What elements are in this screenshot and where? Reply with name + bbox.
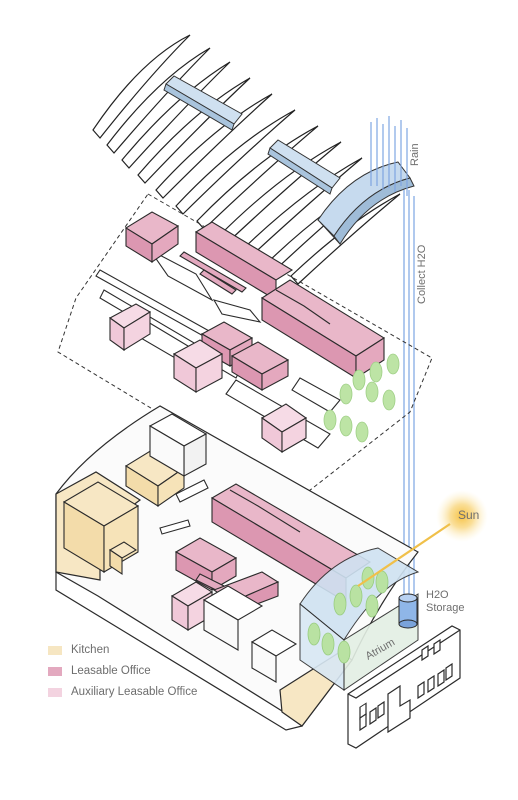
water-storage-tank [398, 593, 418, 629]
legend-label-kitchen: Kitchen [71, 644, 110, 656]
legend-item-kitchen: Kitchen [48, 640, 197, 660]
storage-label: Storage [426, 602, 465, 614]
h2o-label: H2O [426, 589, 449, 601]
legend: Kitchen Leasable Office Auxiliary Leasab… [48, 640, 197, 703]
sun-glow [436, 490, 488, 542]
water-collection-pipe [403, 190, 415, 600]
legend-label-auxiliary-leasable-office: Auxiliary Leasable Office [71, 686, 198, 698]
sun-ray [357, 523, 451, 587]
legend-swatch-leasable-office [48, 666, 62, 676]
roof-skylight-panels [163, 75, 415, 245]
legend-swatch-auxiliary-leasable-office [48, 687, 62, 697]
legend-label-leasable-office: Leasable Office [71, 665, 151, 677]
middle-floor-trees [323, 353, 400, 443]
atrium-trees [307, 566, 389, 664]
sun-label: Sun [458, 508, 479, 522]
collect-h2o-label: Collect H2O [416, 244, 428, 304]
legend-swatch-kitchen [48, 645, 62, 655]
rain-lines [370, 116, 408, 196]
front-facade [347, 625, 461, 749]
middle-floor-structures [95, 211, 386, 454]
rain-label: Rain [409, 143, 421, 166]
legend-item-leasable-office: Leasable Office [48, 661, 197, 681]
ground-floor-structures [62, 413, 372, 683]
legend-item-auxiliary-leasable-office: Auxiliary Leasable Office [48, 682, 197, 702]
